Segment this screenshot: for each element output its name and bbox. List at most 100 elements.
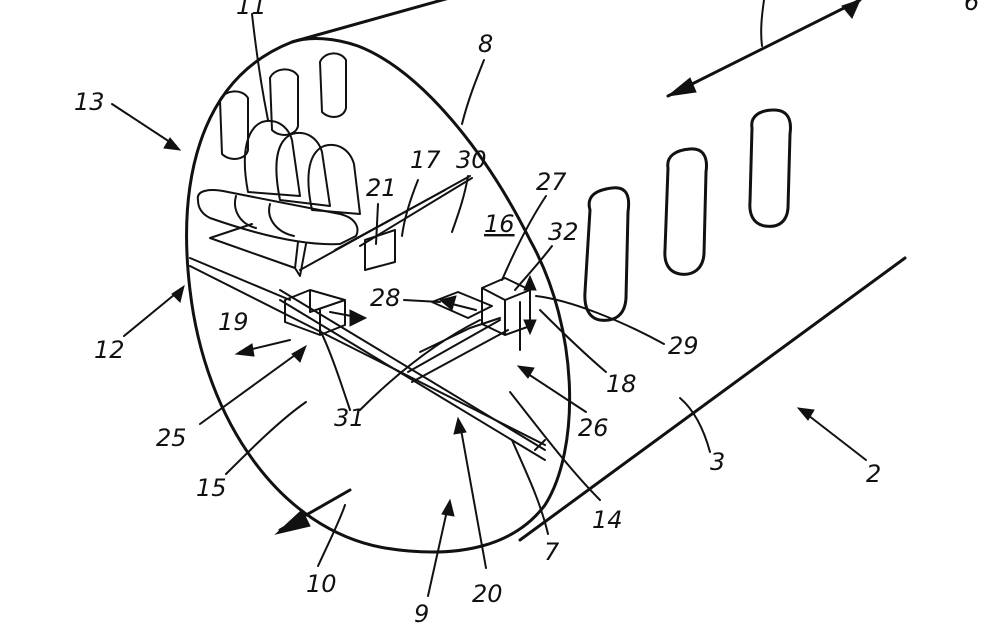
lower-deck-step	[419, 317, 501, 353]
label-27: 27	[536, 168, 567, 196]
leader-26	[521, 369, 587, 413]
exterior-windows	[583, 108, 792, 322]
arrowhead	[453, 416, 467, 435]
leader-9	[427, 505, 449, 597]
label-32: 32	[548, 218, 579, 246]
label-9: 9	[414, 600, 429, 628]
label-20: 20	[472, 580, 503, 608]
label-30: 30	[456, 146, 487, 174]
cabin-window	[269, 68, 299, 136]
label-7: 7	[544, 538, 560, 566]
deck-structure	[189, 175, 546, 461]
motion-arrows	[274, 0, 862, 535]
reference-numerals: 11 8 6 13 17 30 27 21 16 32 28 19 12 29 …	[74, 0, 979, 628]
label-26: 26	[578, 414, 609, 442]
exterior-window	[583, 186, 631, 322]
leader-15	[225, 401, 307, 475]
leader-20	[459, 423, 487, 569]
label-6: 6	[964, 0, 979, 16]
leader-lines	[111, 0, 867, 597]
fuselage-upper-line	[290, 0, 448, 44]
exterior-window	[663, 147, 708, 276]
leader-14	[509, 391, 601, 501]
leader-30	[451, 175, 469, 233]
arrowhead	[171, 284, 185, 303]
leader-12	[123, 289, 181, 337]
cabin-window	[219, 90, 249, 160]
leader-6	[760, 0, 765, 47]
fuselage-lower-line	[518, 256, 907, 542]
arrowhead	[516, 365, 535, 379]
arrowhead	[349, 309, 368, 327]
arrowhead	[523, 319, 537, 336]
leader-21	[375, 203, 379, 245]
seat-cushion-divider	[234, 195, 257, 229]
leader-7	[511, 439, 549, 535]
label-31: 31	[334, 404, 365, 432]
cabin-windows	[219, 52, 347, 160]
label-12: 12	[94, 336, 125, 364]
label-8: 8	[478, 30, 493, 58]
arrowhead	[163, 137, 182, 151]
arrowhead	[666, 77, 697, 97]
cabin-window	[319, 52, 347, 118]
label-21: 21	[366, 174, 397, 202]
onboard-units	[284, 277, 531, 336]
label-10: 10	[306, 570, 337, 598]
label-15: 15	[196, 474, 227, 502]
seat-back	[243, 120, 301, 197]
arrowhead	[796, 407, 815, 421]
leader-18	[539, 309, 607, 373]
arrowhead	[523, 274, 537, 291]
seat-back	[307, 144, 361, 215]
exterior-window	[748, 108, 792, 228]
lower-deck-line	[407, 319, 509, 383]
arrowhead	[234, 343, 255, 357]
label-16: 16	[484, 210, 515, 238]
label-17: 17	[410, 146, 441, 174]
floor-panel-outline	[364, 229, 396, 271]
unit-mid-plate	[431, 291, 493, 319]
label-18: 18	[606, 370, 637, 398]
fuselage-section-ellipse	[185, 37, 572, 554]
leader-11	[251, 13, 269, 121]
label-14: 14	[592, 506, 623, 534]
label-29: 29	[668, 332, 699, 360]
label-19: 19	[218, 308, 249, 336]
leader-2	[803, 411, 867, 461]
label-25: 25	[156, 424, 187, 452]
seat-cushion-divider	[268, 203, 295, 237]
label-13: 13	[74, 88, 105, 116]
label-3: 3	[710, 448, 725, 476]
fuselage-outline	[185, 0, 907, 554]
leader-25	[199, 349, 303, 425]
label-11: 11	[236, 0, 267, 20]
arrowhead	[274, 509, 311, 535]
label-28: 28	[370, 284, 401, 312]
seat-base	[209, 223, 307, 277]
leader-32	[514, 245, 553, 291]
unit-left-box	[284, 289, 346, 336]
leader-31b	[359, 319, 481, 411]
leader-29	[535, 295, 665, 345]
arrowhead	[438, 295, 457, 311]
arrowhead	[441, 498, 455, 517]
leader-3	[679, 397, 711, 453]
arrowhead	[291, 344, 307, 363]
leader-28	[403, 299, 441, 303]
leader-27	[501, 195, 547, 281]
seat-cushions	[196, 189, 359, 246]
longitudinal-direction-arrow	[666, 0, 862, 98]
leader-8	[461, 59, 485, 125]
leader-13	[111, 103, 177, 147]
leader-10	[317, 504, 346, 567]
label-2: 2	[866, 460, 881, 488]
leader-31a	[319, 329, 351, 411]
passenger-seat-row	[196, 120, 361, 277]
cabin-floor-left-edge	[189, 257, 291, 301]
leader-17	[401, 179, 419, 237]
cabin-floor-rear-edge-2	[334, 189, 446, 251]
arrowhead	[841, 0, 861, 19]
lower-deck-edge	[519, 301, 546, 451]
